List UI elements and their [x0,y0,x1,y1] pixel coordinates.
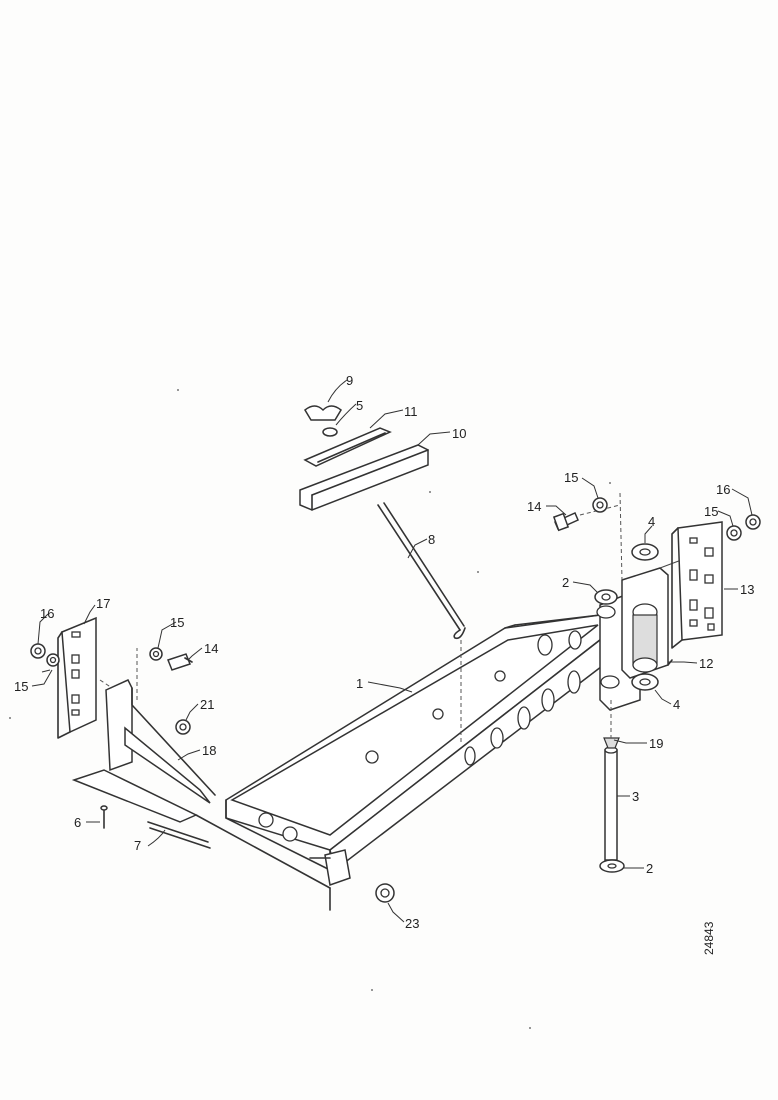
left-bracket-part-18 [71,679,331,911]
nut-part-15-center [149,647,163,661]
nut-part-23 [375,883,395,903]
callout-17: 17 [96,596,110,611]
screw-part-6 [100,805,108,829]
callout-9: 9 [346,373,353,388]
callout-13: 13 [740,582,754,597]
callout-3: 3 [632,789,639,804]
nut-part-15-left [46,653,60,667]
callout-labels: 9 5 11 10 8 15 14 4 16 15 2 13 12 4 19 3… [14,373,754,931]
leader-lines [31,379,753,923]
callout-4: 4 [648,514,655,529]
main-frame-part-1 [225,614,611,887]
callout-21: 21 [200,697,214,712]
nut-part-15-right [592,492,623,581]
callout-7: 7 [134,838,141,853]
callout-8: 8 [428,532,435,547]
washer-part-16-right [745,514,761,530]
stay-rod-part-8 [377,502,466,640]
scan-specks [9,389,611,1029]
drawing-number: 24843 [702,921,716,955]
washer-part-5 [322,427,338,437]
callout-4: 4 [673,697,680,712]
callout-5: 5 [356,398,363,413]
mounting-plate-part-13 [671,521,723,649]
callout-14: 14 [527,499,541,514]
washer-part-4-upper [631,543,659,561]
callout-10: 10 [452,426,466,441]
callout-19: 19 [649,736,663,751]
nut-part-21 [175,719,191,735]
callout-12: 12 [699,656,713,671]
callout-15: 15 [704,504,718,519]
callout-15: 15 [14,679,28,694]
nut-part-15-far-right [726,525,742,541]
hinge-block-part-12 [596,552,701,711]
callout-11: 11 [404,404,418,419]
callout-2: 2 [562,575,569,590]
callout-16: 16 [40,606,54,621]
bolt-part-14-right [552,504,621,532]
callout-23: 23 [405,916,419,931]
bolt-part-14-left [167,653,193,671]
callout-16: 16 [716,482,730,497]
washer-part-16-left [30,643,46,659]
callout-15: 15 [564,470,578,485]
pin-part-3 [599,700,625,873]
callout-15: 15 [170,615,184,630]
callout-1: 1 [356,676,363,691]
left-plate-part-17 [57,616,97,739]
top-plate-part-11 [303,427,392,467]
rod-part-7 [147,821,211,849]
callout-2: 2 [646,861,653,876]
assembly-lines [99,640,462,745]
callout-14: 14 [204,641,218,656]
washer-part-4-lower [631,673,659,691]
callout-18: 18 [202,743,216,758]
washer-part-2-upper [594,589,618,605]
wing-nut-part-9 [304,405,342,421]
callout-6: 6 [74,815,81,830]
